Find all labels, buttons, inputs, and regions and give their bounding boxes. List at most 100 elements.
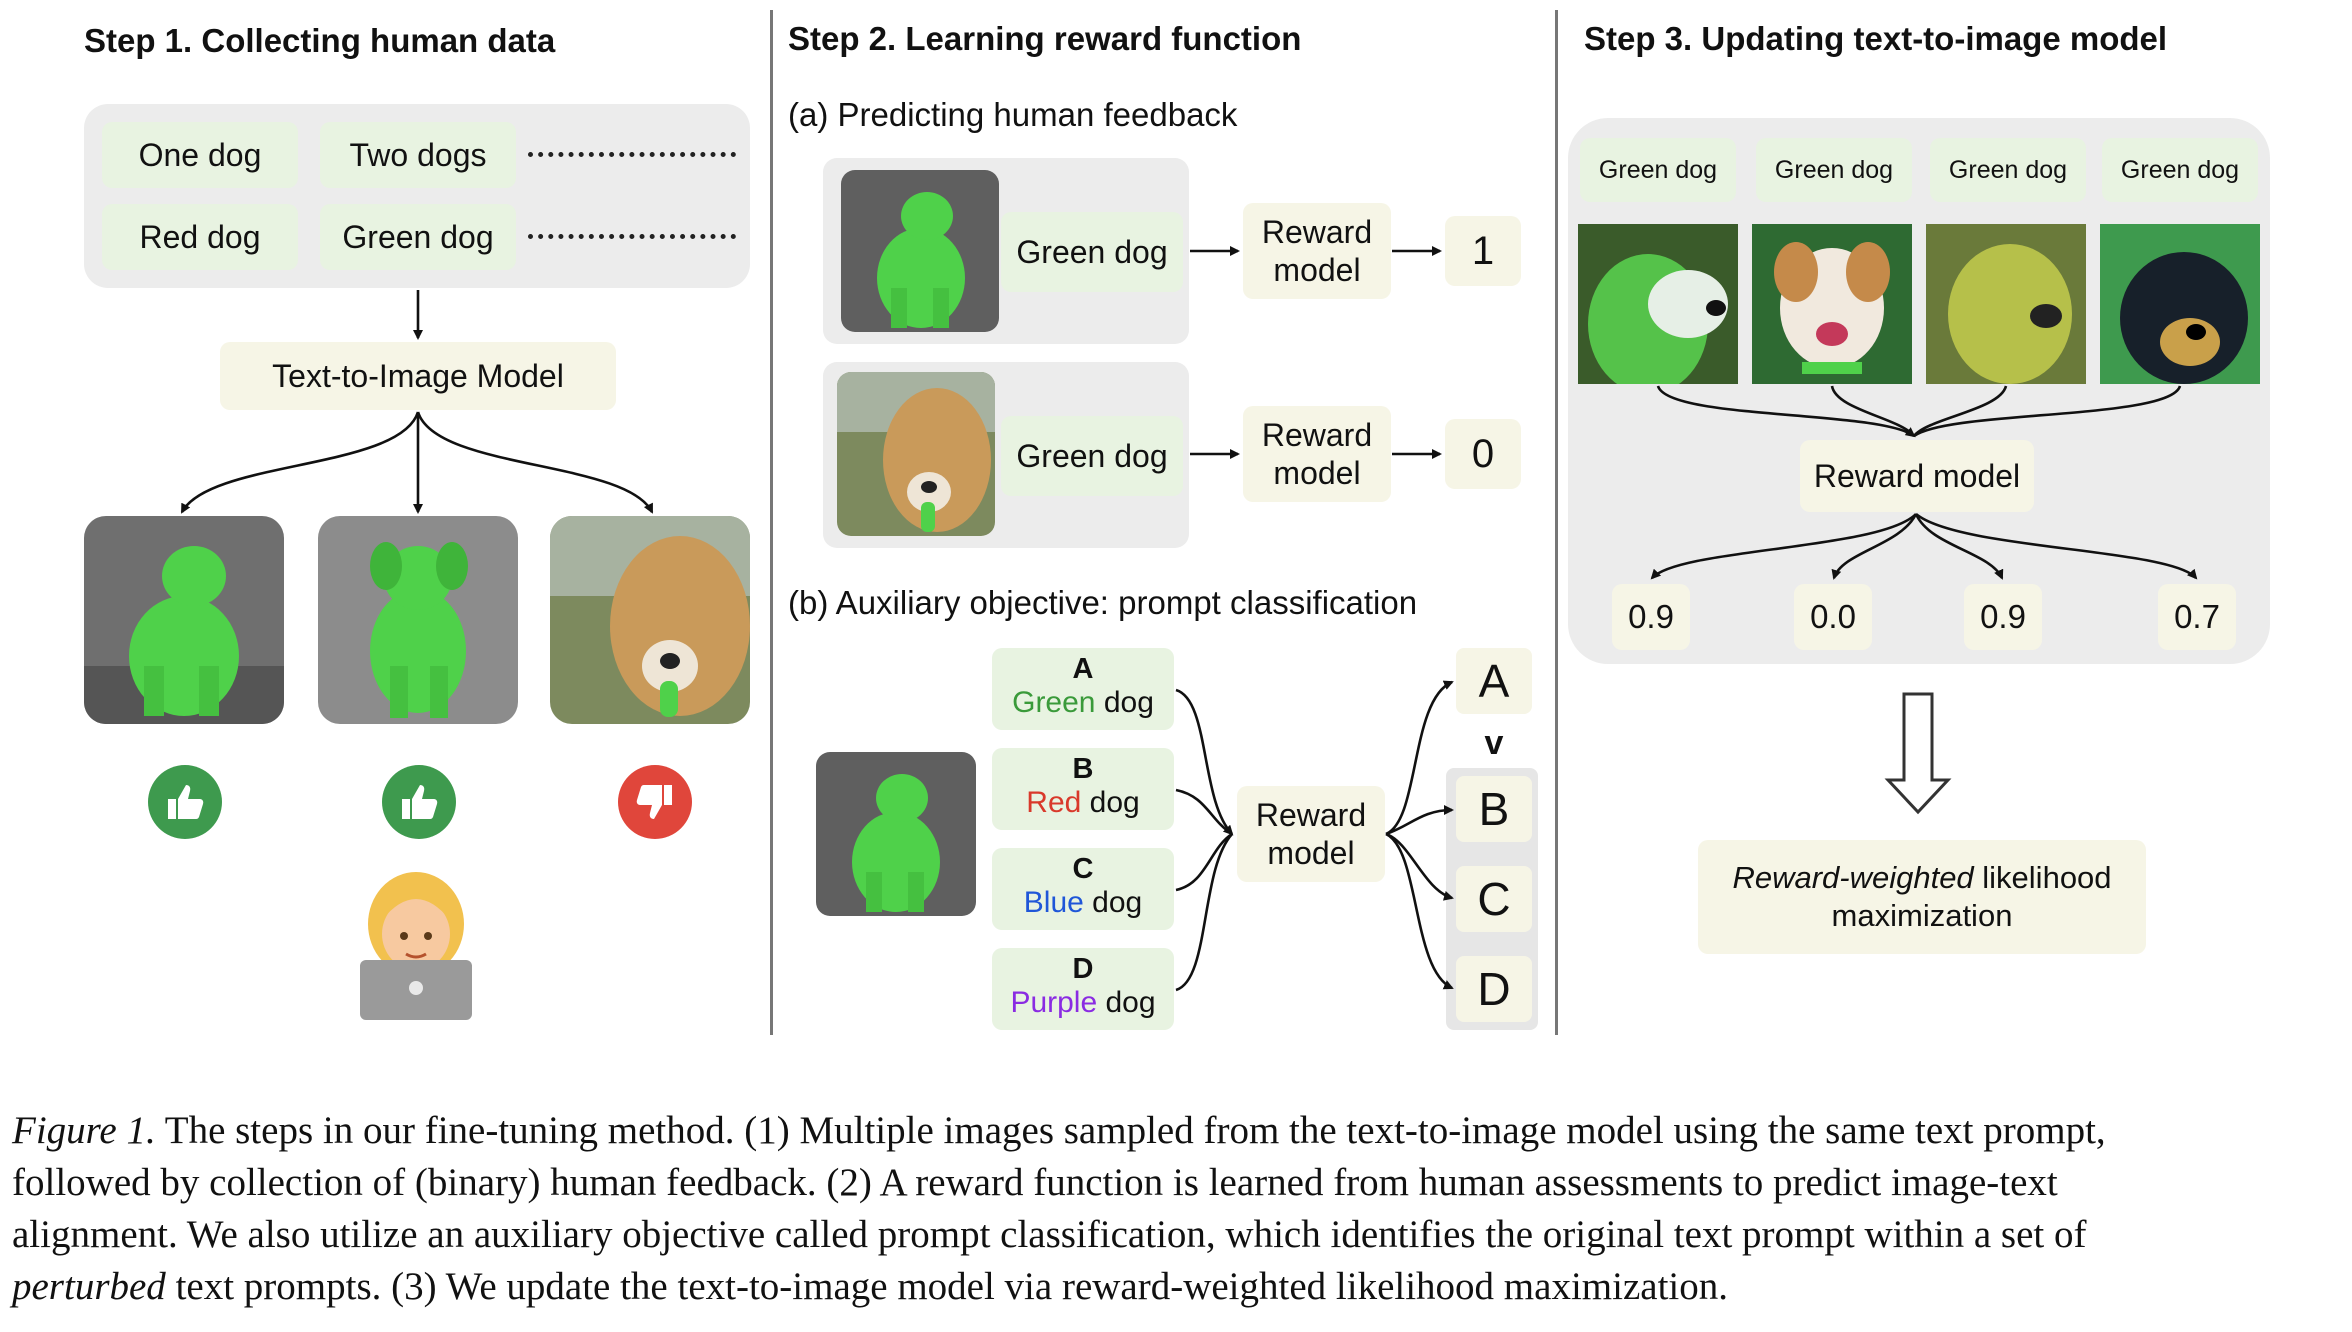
caption-line-1: Figure 1. The steps in our fine-tuning m… <box>12 1105 2342 1157</box>
more-prompts-dots <box>528 234 736 239</box>
arrow-img4-to-model <box>1913 385 2182 438</box>
prompt-two-dogs: Two dogs <box>320 122 516 188</box>
arrow-choice-c <box>1175 832 1233 892</box>
row2-reward-model: Reward model <box>1243 406 1391 502</box>
step3-score-1: 0.9 <box>1612 584 1690 650</box>
arrow-model-to-d <box>1385 832 1454 990</box>
output-a: A <box>1456 648 1532 714</box>
choice-d-color-word: Purple <box>1010 986 1098 1019</box>
figure-caption: Figure 1. The steps in our fine-tuning m… <box>12 1105 2342 1313</box>
caption-line-4-text: text prompts. (3) We update the text-to-… <box>165 1265 1729 1308</box>
step3-image-4 <box>2100 224 2260 384</box>
caption-italic-word: perturbed <box>12 1265 166 1308</box>
step3-prompt-3: Green dog <box>1930 138 2086 202</box>
objective-line-2: maximization <box>1831 898 2013 933</box>
choice-a-rest: dog <box>1095 686 1154 719</box>
arrow-choice-d <box>1175 833 1233 992</box>
choice-b: B Red dog <box>992 748 1174 830</box>
step3-prompt-4: Green dog <box>2102 138 2258 202</box>
thumbs-up-icon <box>382 765 456 839</box>
divider-right <box>1555 10 1558 1035</box>
choice-a-color-word: Green <box>1012 686 1096 719</box>
step3-score-3: 0.9 <box>1964 584 2042 650</box>
choice-d-rest: dog <box>1097 986 1156 1019</box>
choice-c-letter: C <box>1072 853 1094 885</box>
objective-rest: likelihood <box>1973 860 2112 895</box>
choice-d: D Purple dog <box>992 948 1174 1030</box>
objective-box: Reward-weighted likelihood maximization <box>1698 840 2146 954</box>
divider-left <box>770 10 773 1035</box>
row1-reward-model: Reward model <box>1243 203 1391 299</box>
hollow-down-arrow <box>1884 692 1952 815</box>
choice-c-rest: dog <box>1083 886 1143 919</box>
prompt-one-dog: One dog <box>102 122 298 188</box>
objective-line-1: Reward-weighted likelihood <box>1732 859 2111 897</box>
text-to-image-model-box: Text-to-Image Model <box>220 342 616 410</box>
aux-reward-model-label: Reward model <box>1255 797 1367 871</box>
output-c: C <box>1456 866 1532 932</box>
choice-c: C Blue dog <box>992 848 1174 930</box>
thumbs-down-icon <box>618 765 692 839</box>
step3-score-2: 0.0 <box>1794 584 1872 650</box>
choice-b-rest: dog <box>1081 786 1140 819</box>
step1-title: Step 1. Collecting human data <box>84 22 556 59</box>
step3-image-2 <box>1752 224 1912 384</box>
arrow-model-to-image-3 <box>416 411 654 514</box>
prompt-red-dog: Red dog <box>102 204 298 270</box>
caption-label: Figure 1. <box>12 1109 156 1152</box>
caption-line-1-text: The steps in our fine-tuning method. (1)… <box>155 1109 2106 1152</box>
arrow-img3-to-model <box>1912 385 2008 437</box>
choice-b-letter: B <box>1072 753 1094 785</box>
part-b-title: (b) Auxiliary objective: prompt classifi… <box>788 584 1418 621</box>
row1-green-dog-image <box>841 170 999 332</box>
caption-line-3: alignment. We also utilize an auxiliary … <box>12 1213 2087 1256</box>
choice-b-color-word: Red <box>1026 786 1082 819</box>
caption-line-2: followed by collection of (binary) human… <box>12 1161 2058 1204</box>
row2-reward-model-label: Reward model <box>1261 417 1373 491</box>
arrow-choice-a <box>1175 688 1234 836</box>
step3-title: Step 3. Updating text-to-image model <box>1584 20 2168 57</box>
choice-a: A Green dog <box>992 648 1174 730</box>
row2-prompt: Green dog <box>1001 416 1183 496</box>
generated-image-green-dog-2 <box>318 516 518 724</box>
prompt-green-dog: Green dog <box>320 204 516 270</box>
row1-reward-model-label: Reward model <box>1261 214 1373 288</box>
step3-prompt-1: Green dog <box>1580 138 1736 202</box>
arrow-model-to-image-1 <box>180 411 420 514</box>
aux-green-dog-image <box>816 752 976 916</box>
arrow-model-to-b <box>1385 805 1454 836</box>
thumbs-up-icon <box>148 765 222 839</box>
output-b: B <box>1456 776 1532 842</box>
arrows-layer <box>180 246 2198 992</box>
objective-italic: Reward-weighted <box>1732 860 1974 895</box>
generated-image-green-dog-1 <box>84 516 284 724</box>
step3-image-3 <box>1926 224 2086 384</box>
caption-line-4: perturbed text prompts. (3) We update th… <box>12 1261 2342 1313</box>
arrow-model-to-score-1 <box>1650 513 1917 580</box>
step3-panel <box>1568 118 2270 664</box>
row2-score: 0 <box>1445 419 1521 489</box>
step2-title: Step 2. Learning reward function <box>788 20 1302 57</box>
arrow-model-to-score-4 <box>1915 512 2198 580</box>
step3-image-1 <box>1578 224 1738 384</box>
output-d: D <box>1456 956 1532 1022</box>
arrow-img2-to-model <box>1830 385 1916 437</box>
arrow-img1-to-model <box>1656 385 1916 438</box>
step3-reward-model: Reward model <box>1800 440 2034 512</box>
row1-prompt: Green dog <box>1001 212 1183 292</box>
more-prompts-dots <box>528 152 736 157</box>
arrow-choice-b <box>1175 788 1233 836</box>
choice-c-color-word: Blue <box>1023 886 1084 919</box>
arrow-model-to-a <box>1385 680 1454 836</box>
part-a-title: (a) Predicting human feedback <box>788 96 1238 133</box>
choice-d-letter: D <box>1072 953 1094 985</box>
choice-a-letter: A <box>1072 653 1094 685</box>
step3-score-4: 0.7 <box>2158 584 2236 650</box>
row2-brown-dog-image <box>837 372 995 536</box>
row1-score: 1 <box>1445 216 1521 286</box>
arrow-model-to-score-2 <box>1831 513 1918 580</box>
aux-reward-model: Reward model <box>1237 786 1385 882</box>
arrow-model-to-score-3 <box>1914 513 2004 580</box>
step3-prompt-2: Green dog <box>1756 138 1912 202</box>
person-laptop-icon <box>346 868 486 1020</box>
